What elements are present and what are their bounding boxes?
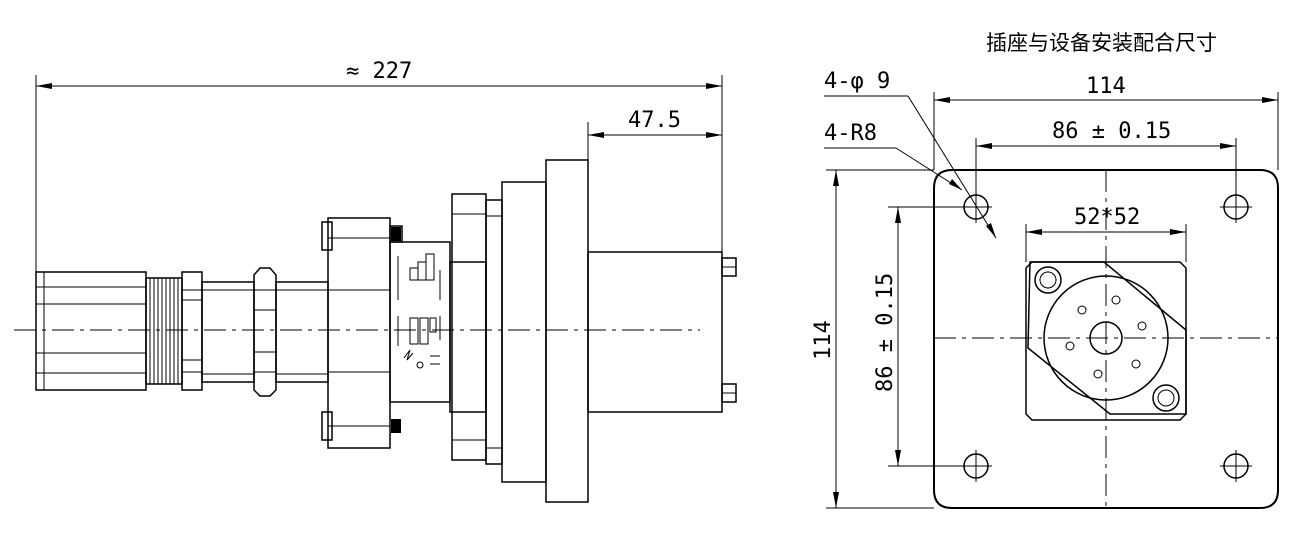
flange-depth-label: 47.5 xyxy=(628,108,681,133)
hole-spacing-v-dimension: 86 ± 0.15 xyxy=(873,206,976,467)
coupling-nut xyxy=(35,271,147,391)
mounting-plate xyxy=(933,169,1279,509)
square-dimension: 52*52 xyxy=(1025,205,1187,262)
mounting-hole-tl xyxy=(960,191,992,223)
screw-bottom xyxy=(391,419,401,433)
hex-nut-small xyxy=(181,271,203,391)
front-view: 插座与设备安装配合尺寸 114 86 ± 0.15 52*52 xyxy=(811,31,1279,509)
connector-body xyxy=(201,281,255,383)
sleeve xyxy=(275,281,329,383)
drawing-title: 插座与设备安装配合尺寸 xyxy=(986,31,1217,55)
hole-spacing-v-label: 86 ± 0.15 xyxy=(873,273,898,392)
corner-callout-label: 4-R8 xyxy=(824,121,877,146)
corner-callout: 4-R8 xyxy=(824,121,963,191)
hole-spacing-h-label: 86 ± 0.15 xyxy=(1052,119,1171,144)
thread-section xyxy=(145,277,183,385)
height-outer-dimension: 114 xyxy=(811,169,934,509)
main-flange xyxy=(545,159,589,503)
hex-nut-large xyxy=(253,267,277,397)
mounting-block xyxy=(321,217,391,449)
width-outer-dimension: 114 xyxy=(933,74,1279,170)
mid-body xyxy=(449,193,503,465)
hole-callout-label: 4-φ 9 xyxy=(824,69,890,94)
mounting-hole-bl xyxy=(960,450,992,482)
overall-length-dimension: ≈ 227 xyxy=(35,59,723,272)
socket-face xyxy=(1025,261,1187,421)
label-plate xyxy=(389,241,451,403)
side-view: ≈ 227 47.5 xyxy=(14,59,737,503)
flange-depth-dimension: 47.5 xyxy=(587,108,722,250)
mounting-hole-tr xyxy=(1220,191,1252,223)
hole-spacing-h-dimension: 86 ± 0.15 xyxy=(975,119,1237,200)
width-outer-label: 114 xyxy=(1086,74,1126,99)
height-outer-label: 114 xyxy=(811,320,836,360)
hole-callout: 4-φ 9 xyxy=(824,69,997,239)
mounting-hole-br xyxy=(1220,450,1252,482)
housing xyxy=(587,251,737,413)
square-label: 52*52 xyxy=(1074,205,1140,230)
flange-step xyxy=(501,181,547,483)
overall-length-label: ≈ 227 xyxy=(346,59,412,84)
